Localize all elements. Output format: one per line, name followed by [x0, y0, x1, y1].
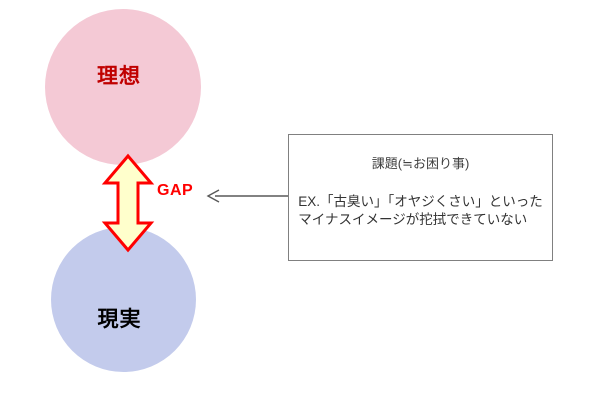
- connector-arrowhead: [206, 189, 220, 203]
- ideal-circle-label: 理想: [97, 64, 141, 88]
- callout-body-line-2: マイナスイメージが拕拭できていない: [298, 212, 528, 228]
- callout-body-line-1: EX.「古臭い」「オヤジくさい」といった: [298, 194, 543, 210]
- ideal-circle: 理想: [45, 9, 201, 165]
- callout-title: 課題(≒お困り事): [371, 156, 470, 171]
- callout-body: EX.「古臭い」「オヤジくさい」といった マイナスイメージが拕拭できていない: [298, 193, 543, 229]
- reality-circle-label: 現実: [97, 308, 142, 331]
- gap-arrow-shape: [101, 153, 155, 253]
- callout-box: 課題(≒お困り事) EX.「古臭い」「オヤジくさい」といった マイナスイメージが…: [288, 134, 553, 261]
- double-headed-vertical-arrow-icon: [101, 153, 155, 253]
- gap-label: GAP: [157, 182, 194, 199]
- left-arrow-icon: [206, 189, 293, 203]
- reality-circle: 現実: [51, 227, 196, 372]
